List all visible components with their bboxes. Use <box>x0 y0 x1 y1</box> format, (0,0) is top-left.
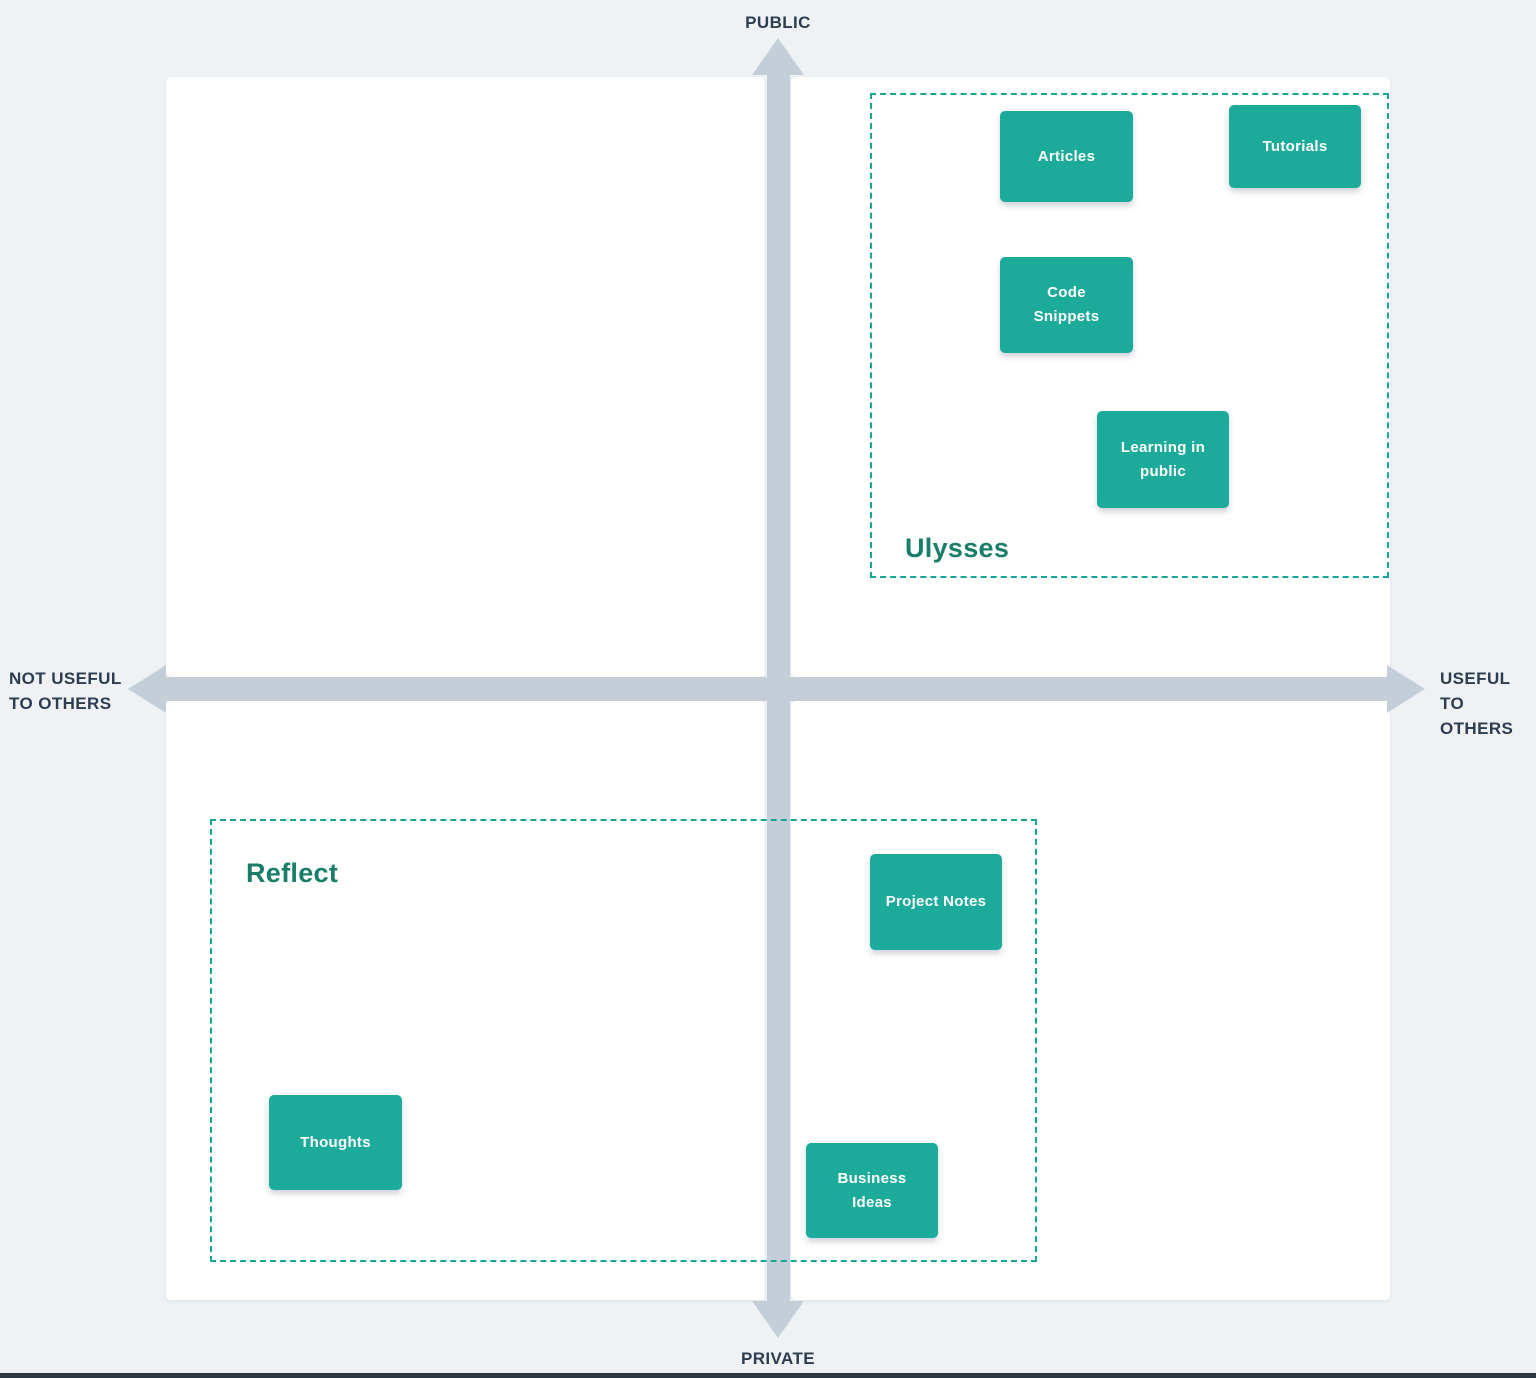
group-label-reflect: Reflect <box>246 858 339 888</box>
axis-label-not-useful-to-others: NOT USEFUL TO OTHERS <box>9 669 122 713</box>
group-label-ulysses: Ulysses <box>905 533 1010 563</box>
quadrant-bottom-left <box>166 701 765 1300</box>
arrow-left-icon <box>128 665 166 713</box>
group-box-ulysses <box>870 93 1389 578</box>
quadrant-top-left <box>166 77 765 677</box>
card-thoughts[interactable]: Thoughts <box>269 1095 402 1190</box>
card-articles[interactable]: Articles <box>1000 111 1133 202</box>
card-business-ideas[interactable]: Business Ideas <box>806 1143 938 1238</box>
arrow-up-icon <box>752 38 804 75</box>
card-tutorials[interactable]: Tutorials <box>1229 105 1361 188</box>
axis-label-public: PUBLIC <box>745 13 811 32</box>
card-code-snippets[interactable]: Code Snippets <box>1000 257 1133 353</box>
axis-label-private: PRIVATE <box>741 1349 815 1368</box>
horizontal-axis-line <box>162 677 1390 701</box>
arrow-right-icon <box>1387 665 1425 713</box>
card-learning-in-public[interactable]: Learning in public <box>1097 411 1229 508</box>
group-box-reflect <box>210 819 1037 1262</box>
arrow-down-icon <box>752 1301 804 1338</box>
window-bottom-edge <box>0 1373 1536 1378</box>
card-project-notes[interactable]: Project Notes <box>870 854 1002 950</box>
axis-label-useful-to-others: USEFUL TO OTHERS <box>1440 669 1514 738</box>
